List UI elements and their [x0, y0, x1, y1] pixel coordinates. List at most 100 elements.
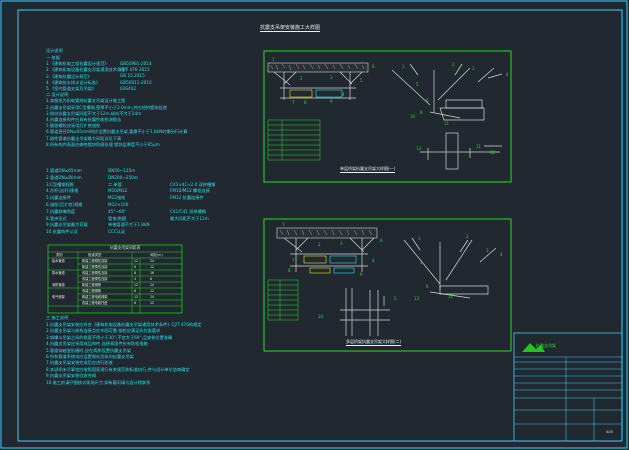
standard-code: 03S402 — [120, 85, 136, 91]
table-cell: 新建工程刚性连接 — [82, 259, 108, 263]
standard-code: CJ/T 476-2015 — [120, 67, 150, 73]
svg-text:4: 4 — [342, 92, 345, 97]
table-cell: 12 — [134, 295, 139, 299]
table-header-cell: 类别 — [56, 253, 63, 257]
note-line: 一.依据 — [46, 55, 60, 60]
svg-text:3: 3 — [472, 66, 475, 71]
note-line: 1.抗震支吊架安装应符合《建筑机电设备抗震支吊架通用技术条件》CJ/T 476的… — [46, 322, 202, 327]
svg-text:2: 2 — [300, 76, 303, 81]
svg-text:4: 4 — [372, 258, 375, 263]
spec-cell: 45°~60° — [108, 208, 127, 214]
title-block-logo-text: 抗震支吊架 — [536, 343, 556, 348]
svg-text:6: 6 — [426, 284, 429, 289]
note-line: 1.《建筑机电工程抗震设计规范》 — [46, 61, 109, 67]
table-cell: 改建工程柔性连接 — [82, 277, 108, 281]
spec-cell: 9.抗震支吊架最大荷载 — [46, 222, 88, 228]
svg-text:7: 7 — [292, 100, 295, 105]
spec-cell: M12×100 — [108, 202, 129, 207]
svg-text:3: 3 — [486, 248, 489, 253]
table-cell: 8 — [134, 271, 137, 275]
spec-cell: 1.管道DN≤65mm — [46, 168, 82, 173]
svg-text:9: 9 — [330, 99, 333, 104]
spec-cell: M10/M12 — [108, 188, 128, 194]
svg-text:13: 13 — [414, 296, 420, 301]
svg-text:8: 8 — [304, 100, 307, 105]
spec-cell: 4.吊杆(丝杆)规格 — [46, 188, 79, 194]
spec-cell: M12锚栓 — [108, 195, 126, 201]
spec-cell: C41/C41 双拼槽钢 — [170, 208, 206, 214]
table-cell: 24 — [150, 295, 155, 299]
spec-cell: 3.C型槽钢规格 — [46, 181, 74, 187]
table-cell: 改建工程钢管 — [82, 289, 102, 293]
table-cell: 12 — [134, 283, 139, 287]
spec-cell: 最大间距不大于12m — [170, 215, 209, 221]
svg-text:6: 6 — [380, 238, 383, 243]
note-line: 9.抗震支吊架安装验收合格 — [46, 373, 97, 379]
note-line: 4.抗震连接构件应具有抗震性能检测报告 — [46, 117, 122, 122]
table-cell: 给水管道 — [52, 259, 65, 263]
table-cell: 24 — [150, 259, 155, 263]
table-cell: 12 — [134, 259, 139, 263]
table-cell: 4 — [134, 277, 137, 281]
svg-text:8: 8 — [420, 110, 423, 115]
svg-text:8: 8 — [288, 268, 291, 273]
spec-cell: CCC认证 — [108, 229, 126, 235]
note-line: 8.本说明未尽事宜应按照国家现行有关规范和标准执行,并与设计单位协商确定 — [46, 366, 190, 372]
spec-cell: 6.锚栓(后扩底)规格 — [46, 202, 83, 207]
note-line: 3.《建筑抗震设计规范》 — [46, 73, 92, 79]
note-line: 7.刚性管道抗震支吊架最大间距详见下表 — [46, 135, 122, 141]
table-cell: 消防管道 — [52, 283, 65, 287]
spec-cell: 10.抗震构件认证 — [46, 229, 78, 235]
note-line: 5.膨胀螺栓应采用后扩底锚栓 — [46, 123, 101, 129]
svg-text:4: 4 — [500, 252, 503, 257]
svg-text:6: 6 — [372, 64, 375, 69]
svg-text:9: 9 — [360, 272, 363, 277]
table-cell: 改建工程刚性连接 — [82, 271, 108, 275]
table-cell: 改建工程电缆托盘 — [82, 301, 108, 305]
standard-code: GB 15.2015 — [120, 73, 145, 79]
svg-text:3: 3 — [330, 75, 333, 80]
note-line: 3.侧向抗震支吊架间距不大于12m,纵向不大于24m — [46, 110, 142, 116]
svg-text:1: 1 — [272, 57, 275, 62]
svg-text:11: 11 — [448, 294, 454, 299]
spec-cell: FM10/M12 螺栓连接 — [170, 188, 210, 194]
spec-cell: 5.抗震连接件 — [46, 195, 71, 201]
note-line: 1.本图纸为机电管线抗震支吊架设计施工图 — [46, 98, 126, 104]
table-cell: 16 — [150, 271, 155, 275]
spec-cell: 7.抗震斜撑角度 — [46, 208, 76, 214]
spec-cell: 管束/抱箍 — [108, 215, 127, 221]
svg-text:5: 5 — [416, 82, 419, 87]
table-header-cell: 间距(m) — [150, 253, 163, 257]
svg-text:4: 4 — [506, 72, 509, 77]
note-line: 3.斜撑与吊架之间的角度不得小于30°,不宜大于60°,且安装位置准确 — [46, 334, 173, 340]
svg-text:5: 5 — [360, 78, 363, 83]
note-line: 4.抗震支吊架应采用成品构件,连接紧固件应有防松措施 — [46, 341, 148, 347]
note-line: 10.施工前请仔细核对现场尺寸,如有疑问请与设计院联系 — [46, 379, 151, 385]
svg-text:1: 1 — [418, 236, 421, 241]
svg-text:12: 12 — [490, 150, 496, 155]
note-line: 6.所有管道系统均应设置侧向及纵向抗震支吊架 — [46, 354, 134, 359]
spec-cell: 单根管道不大于1.8kN — [108, 222, 150, 228]
table-cell: 新建工程柔性连接 — [82, 265, 108, 269]
note-line: 5.管道穿越变形缝时,应在两侧设置抗震支吊架 — [46, 347, 131, 353]
table-cell: 新建工程电缆梯架 — [82, 295, 108, 299]
table-cell: 新建工程钢管 — [82, 283, 102, 287]
spec-cell: FM12 抗震连接件 — [170, 195, 204, 201]
note-line: 5.《室内管道支架及吊架》 — [46, 86, 97, 91]
table-cell: 电气桥架 — [52, 295, 65, 299]
standard-code: GB50011-2010 — [120, 79, 152, 85]
notes-heading: 设计说明 — [46, 48, 63, 53]
note-line: 二.设计说明 — [46, 92, 69, 98]
table-cell: 6 — [134, 289, 137, 293]
title-block — [513, 332, 623, 442]
note-line: 6.管道直径DN≥65mm时应设置抗震支吊架,重量不小于1.8kN时需另行计算 — [46, 129, 188, 135]
svg-text:3: 3 — [340, 241, 343, 246]
drawing-title: 抗震支吊架安装施工大样图 — [260, 25, 321, 32]
spec-cell: 二.单管 — [108, 181, 122, 187]
spacing-table — [47, 244, 183, 314]
logo-icon — [522, 343, 545, 352]
note-line: 2.《建筑机电设备抗震支吊架通用技术条件》 — [46, 67, 130, 73]
